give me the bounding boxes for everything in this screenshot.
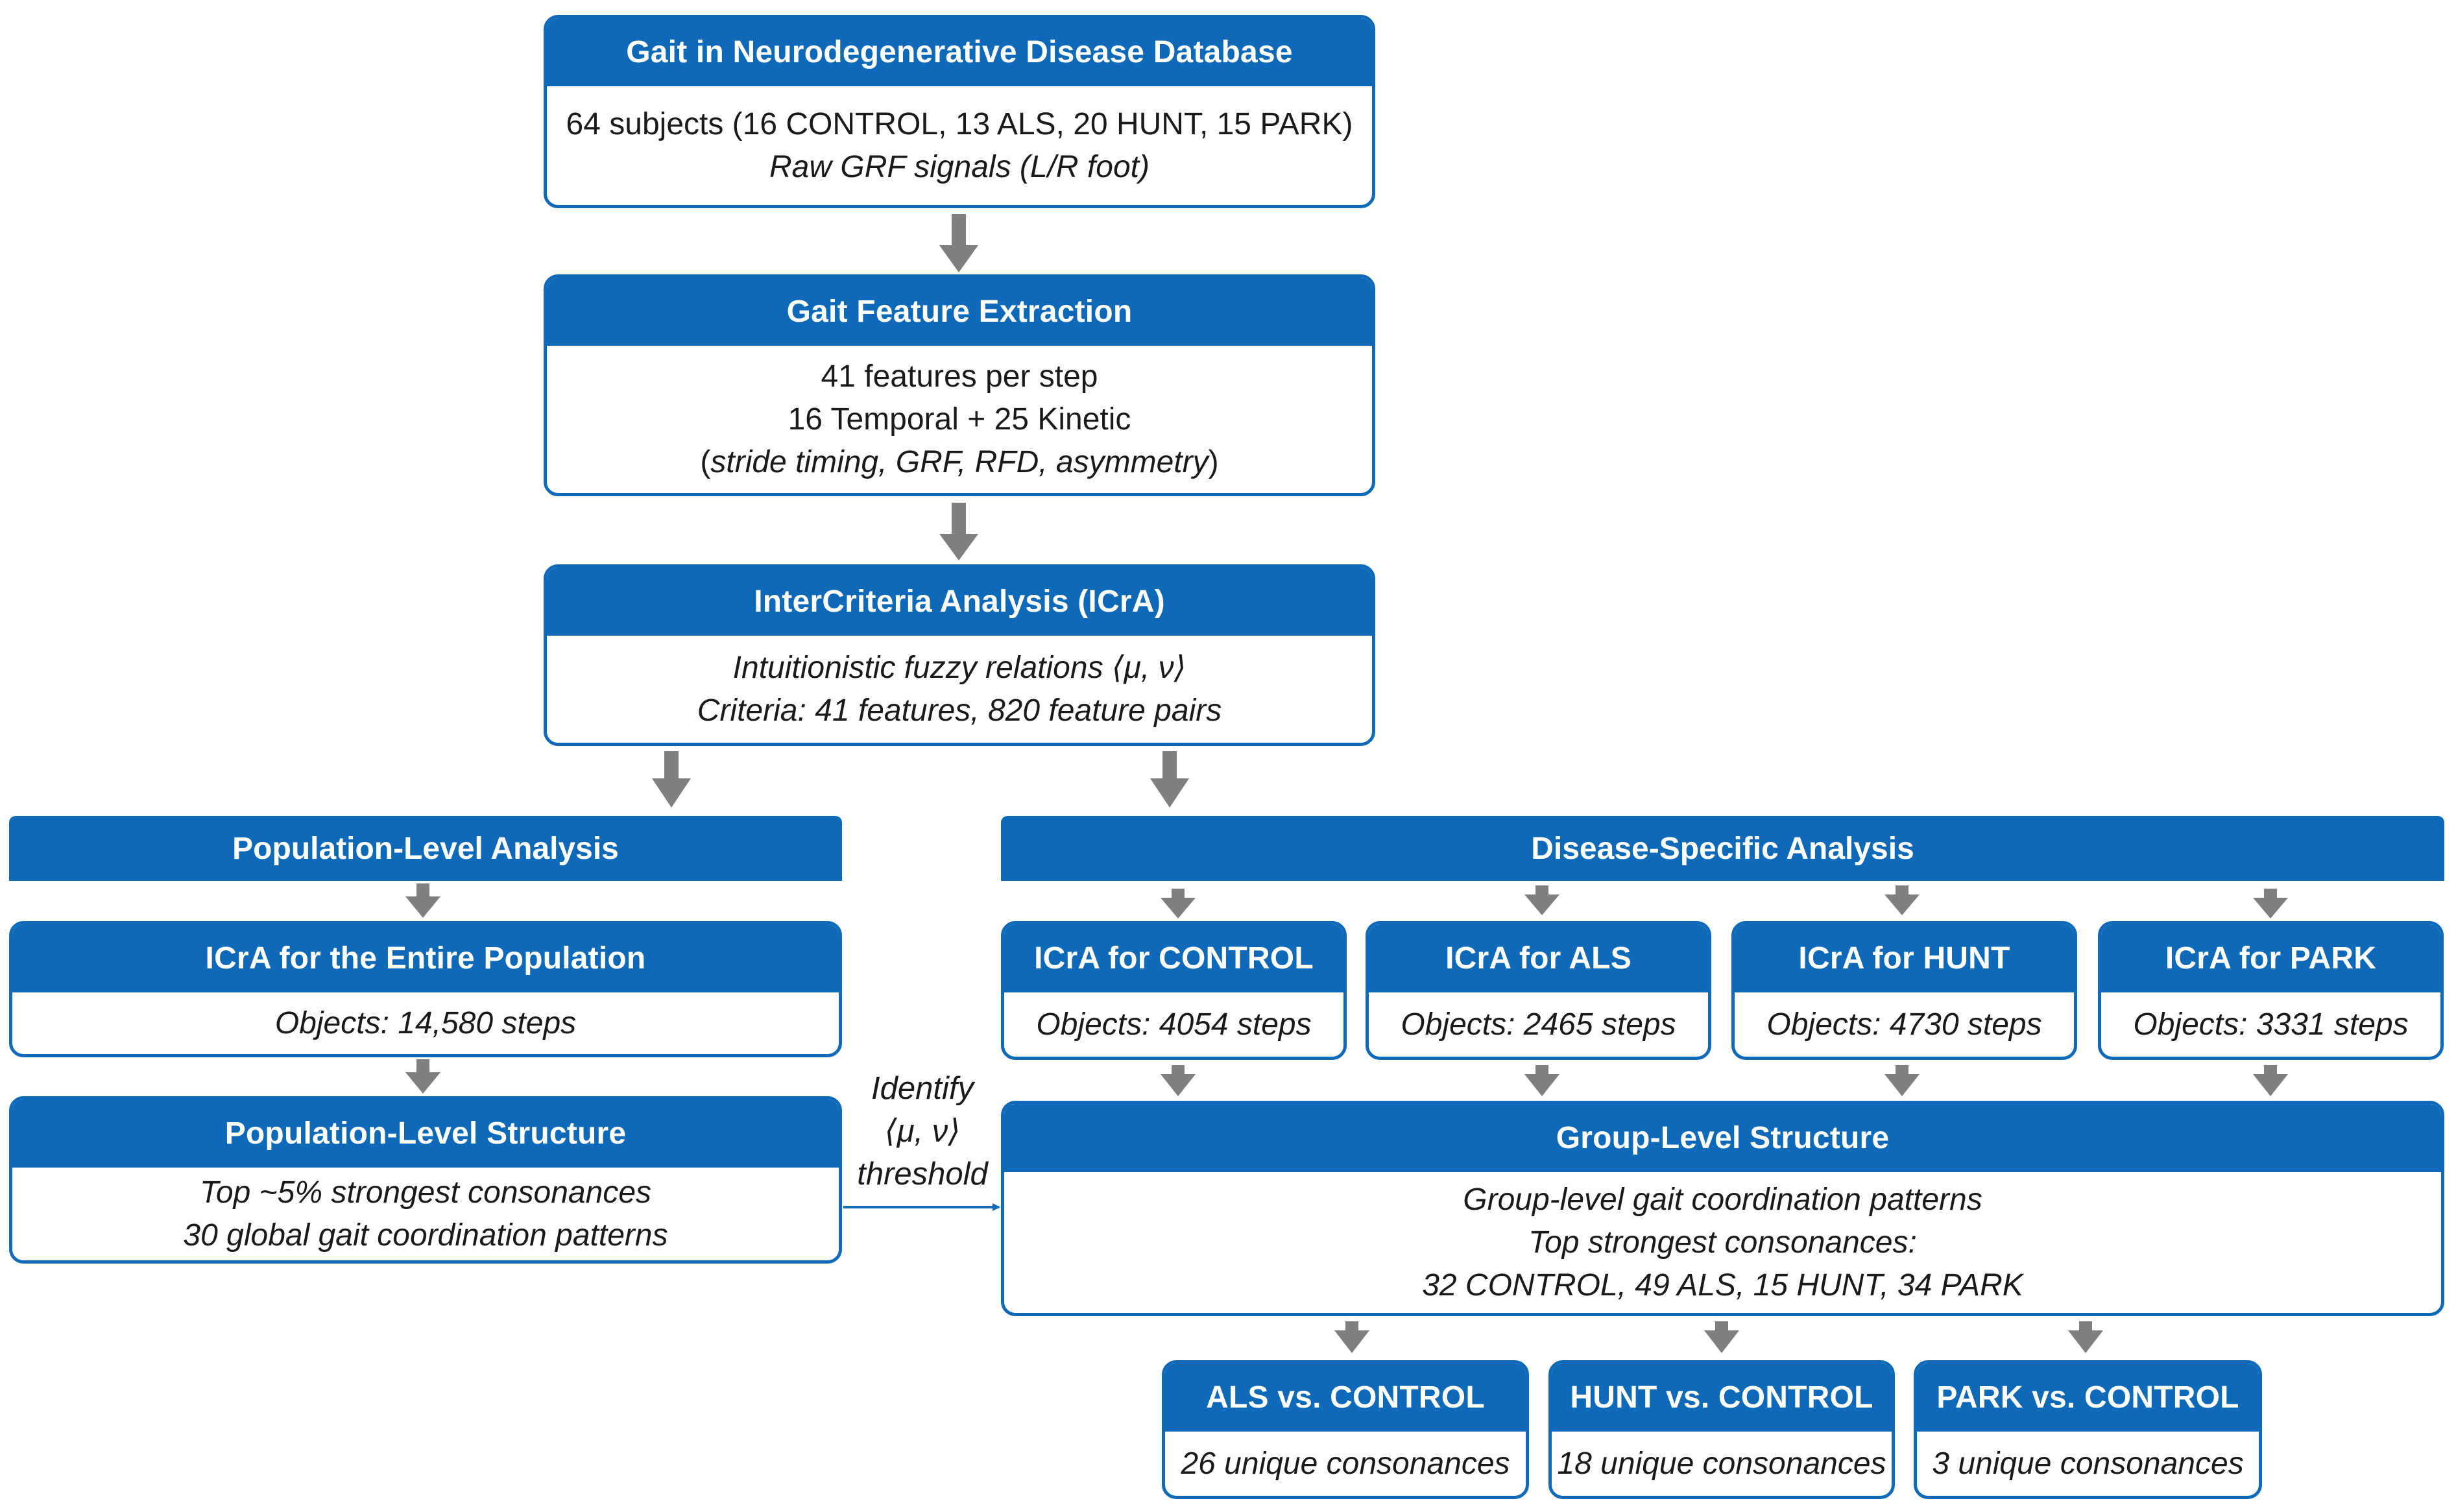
als-vs-control-box: ALS vs. CONTROL 26 unique consonances [1162, 1360, 1529, 1499]
feature-details: (stride timing, GRF, RFD, asymmetry) [557, 441, 1362, 484]
population-structure-body: Top ~5% strongest consonances 30 global … [12, 1168, 839, 1260]
feature-extraction-box: Gait Feature Extraction 41 features per … [544, 274, 1375, 496]
hunt-vs-control-box: HUNT vs. CONTROL 18 unique consonances [1548, 1360, 1895, 1499]
population-structure-box: Population-Level Structure Top ~5% stron… [9, 1096, 842, 1264]
threshold-label-identify: Identify [871, 1071, 974, 1106]
population-top-consonances: Top ~5% strongest consonances [199, 1175, 652, 1210]
disease-analysis-banner: Disease-Specific Analysis [1001, 816, 2444, 881]
park-vs-control-title: PARK vs. CONTROL [1917, 1363, 2259, 1432]
arrow-als-to-group [1524, 1065, 1559, 1096]
icra-hunt-box: ICrA for HUNT Objects: 4730 steps [1731, 921, 2077, 1060]
icra-entire-population-title: ICrA for the Entire Population [12, 924, 839, 992]
park-vs-control-result: 3 unique consonances [1932, 1446, 2244, 1481]
icra-park-body: Objects: 3331 steps [2101, 992, 2440, 1057]
arrow-extraction-to-icra [939, 503, 978, 560]
icra-park-title: ICrA for PARK [2101, 924, 2440, 992]
arrow-database-to-extraction [939, 214, 978, 272]
feature-count: 41 features per step [821, 359, 1098, 394]
arrow-disease-to-park [2253, 889, 2288, 918]
arrow-icra-to-population [652, 751, 691, 808]
arrow-group-to-park-comparison [2068, 1321, 2103, 1353]
icra-hunt-title: ICrA for HUNT [1735, 924, 2074, 992]
arrow-control-to-group [1161, 1065, 1196, 1096]
arrow-park-to-group [2253, 1065, 2288, 1096]
database-box: Gait in Neurodegenerative Disease Databa… [544, 15, 1375, 208]
park-vs-control-box: PARK vs. CONTROL 3 unique consonances [1914, 1360, 2262, 1499]
arrow-hunt-to-group [1884, 1065, 1920, 1096]
arrow-disease-to-control [1161, 889, 1196, 918]
feature-extraction-title: Gait Feature Extraction [547, 278, 1372, 346]
feature-details-list: stride timing, GRF, RFD, asymmetry [710, 444, 1209, 479]
icra-criteria: Criteria: 41 features, 820 feature pairs [697, 693, 1222, 728]
arrow-icra-to-disease [1150, 751, 1189, 808]
icra-control-box: ICrA for CONTROL Objects: 4054 steps [1001, 921, 1347, 1060]
population-analysis-banner: Population-Level Analysis [9, 816, 842, 881]
group-top-consonances: Top strongest consonances: [1528, 1225, 1917, 1260]
als-vs-control-body: 26 unique consonances [1165, 1432, 1526, 1496]
hunt-vs-control-body: 18 unique consonances [1552, 1432, 1892, 1496]
icra-park-box: ICrA for PARK Objects: 3331 steps [2098, 921, 2444, 1060]
arrow-icra-entire-to-structure [405, 1059, 440, 1094]
icra-box: InterCriteria Analysis (ICrA) Intuitioni… [544, 564, 1375, 746]
icra-als-objects: Objects: 2465 steps [1401, 1007, 1676, 1042]
icra-control-title: ICrA for CONTROL [1004, 924, 1343, 992]
group-structure-body: Group-level gait coordination patterns T… [1004, 1172, 2441, 1313]
arrow-disease-to-hunt [1884, 885, 1920, 915]
group-consonance-counts: 32 CONTROL, 49 ALS, 15 HUNT, 34 PARK [1422, 1267, 2023, 1302]
population-global-patterns: 30 global gait coordination patterns [183, 1218, 668, 1253]
arrow-disease-to-als [1524, 885, 1559, 915]
population-structure-title: Population-Level Structure [12, 1099, 839, 1168]
threshold-label-threshold: threshold [857, 1157, 988, 1192]
hunt-vs-control-result: 18 unique consonances [1557, 1446, 1886, 1481]
group-structure-box: Group-Level Structure Group-level gait c… [1001, 1101, 2444, 1316]
icra-hunt-body: Objects: 4730 steps [1735, 992, 2074, 1057]
als-vs-control-title: ALS vs. CONTROL [1165, 1363, 1526, 1432]
icra-entire-population-body: Objects: 14,580 steps [12, 992, 839, 1054]
als-vs-control-result: 26 unique consonances [1181, 1446, 1510, 1481]
icra-als-title: ICrA for ALS [1369, 924, 1708, 992]
icra-control-body: Objects: 4054 steps [1004, 992, 1343, 1057]
database-title: Gait in Neurodegenerative Disease Databa… [547, 18, 1372, 86]
icra-als-body: Objects: 2465 steps [1369, 992, 1708, 1057]
group-patterns: Group-level gait coordination patterns [1463, 1182, 1982, 1217]
database-signals: Raw GRF signals (L/R foot) [769, 149, 1150, 184]
icra-entire-population-box: ICrA for the Entire Population Objects: … [9, 921, 842, 1057]
icra-title: InterCriteria Analysis (ICrA) [547, 568, 1372, 636]
icra-body: Intuitionistic fuzzy relations ⟨μ, ν⟩ Cr… [547, 636, 1372, 743]
feature-types: 16 Temporal + 25 Kinetic [788, 402, 1131, 437]
database-body: 64 subjects (16 CONTROL, 13 ALS, 20 HUNT… [547, 86, 1372, 205]
icra-hunt-objects: Objects: 4730 steps [1766, 1007, 2042, 1042]
hunt-vs-control-title: HUNT vs. CONTROL [1552, 1363, 1892, 1432]
threshold-label: Identify ⟨μ, ν⟩ threshold [845, 1067, 1000, 1195]
arrow-group-to-hunt-comparison [1704, 1321, 1739, 1353]
icra-entire-population-objects: Objects: 14,580 steps [274, 1005, 577, 1040]
arrow-population-to-icra-entire [405, 883, 440, 918]
group-structure-title: Group-Level Structure [1004, 1104, 2441, 1172]
icra-control-objects: Objects: 4054 steps [1036, 1007, 1312, 1042]
icra-relations: Intuitionistic fuzzy relations ⟨μ, ν⟩ [732, 650, 1186, 685]
icra-als-box: ICrA for ALS Objects: 2465 steps [1366, 921, 1711, 1060]
icra-park-objects: Objects: 3331 steps [2133, 1007, 2409, 1042]
database-subjects: 64 subjects (16 CONTROL, 13 ALS, 20 HUNT… [566, 106, 1353, 141]
feature-details-close: ) [1208, 444, 1219, 479]
feature-details-open: ( [700, 444, 711, 479]
feature-extraction-body: 41 features per step 16 Temporal + 25 Ki… [547, 346, 1372, 493]
threshold-label-mu-nu: ⟨μ, ν⟩ [884, 1114, 961, 1149]
park-vs-control-body: 3 unique consonances [1917, 1432, 2259, 1496]
arrow-group-to-als-comparison [1334, 1321, 1369, 1353]
